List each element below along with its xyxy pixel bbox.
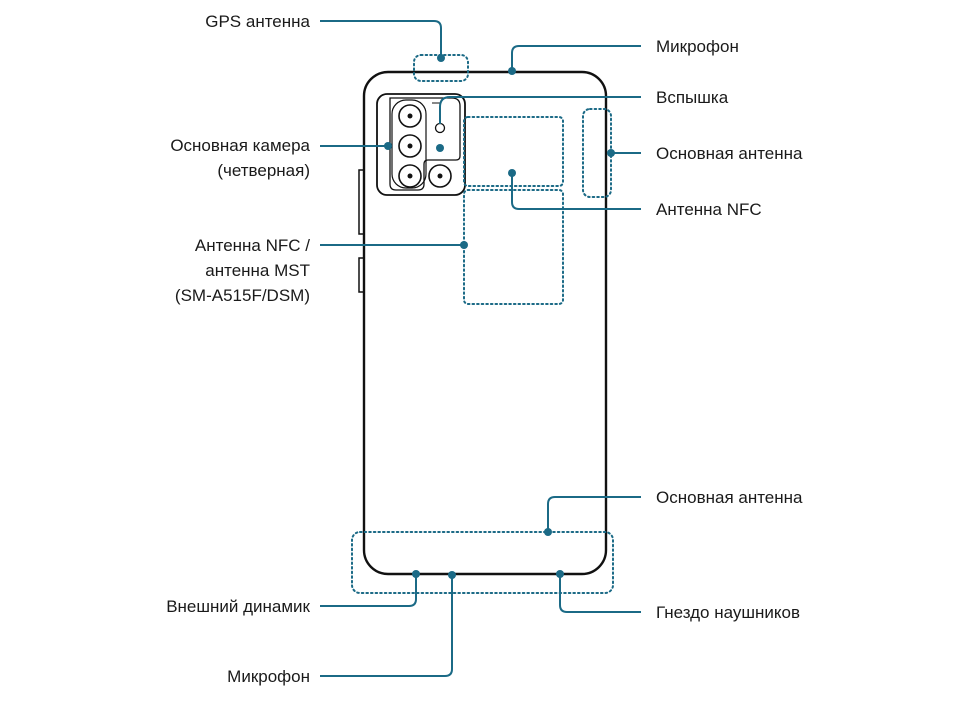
main-antenna-bottom-region bbox=[351, 531, 614, 594]
nfc-callout-line bbox=[511, 173, 641, 210]
volume-button bbox=[358, 169, 365, 235]
gps-callout-line bbox=[320, 20, 442, 56]
label-mic-bottom: Микрофон bbox=[227, 667, 310, 686]
main-antenna-bottom-callout-line bbox=[547, 496, 641, 532]
label-nfc-mst-antenna: Антенна NFC / антенна MST (SM-A515F/DSM) bbox=[175, 233, 310, 308]
speaker-callout-dot bbox=[412, 570, 420, 578]
gps-callout-dot bbox=[437, 54, 445, 62]
label-nfc-antenna: Антенна NFC bbox=[656, 200, 762, 219]
nfc-mst-callout-dot bbox=[460, 241, 468, 249]
label-flash: Вспышка bbox=[656, 88, 729, 107]
headset-callout-dot bbox=[556, 570, 564, 578]
nfc-antenna-region bbox=[463, 116, 564, 187]
flash-callout-dot bbox=[436, 144, 444, 152]
label-main-antenna-bottom: Основная антенна bbox=[656, 488, 803, 507]
camera-lens-2 bbox=[398, 134, 422, 158]
main-antenna-top-callout-dot bbox=[607, 149, 615, 157]
flash-callout-line bbox=[439, 96, 641, 124]
mic-bottom-callout-dot bbox=[448, 571, 456, 579]
label-nfc-mst-line2: антенна MST bbox=[205, 261, 310, 280]
label-nfc-mst-line1: Антенна NFC / bbox=[194, 236, 310, 255]
mic-bottom-callout-line bbox=[320, 575, 453, 677]
mic-top-callout-dot bbox=[508, 67, 516, 75]
speaker-callout-line bbox=[320, 574, 417, 607]
label-headset-jack: Гнездо наушников bbox=[656, 603, 801, 622]
label-main-camera-line1: Основная камера bbox=[170, 136, 310, 155]
nfc-callout-dot bbox=[508, 169, 516, 177]
label-main-camera-line2: (четверная) bbox=[217, 161, 310, 180]
label-gps-antenna: GPS антенна bbox=[205, 12, 310, 31]
label-main-antenna-top: Основная антенна bbox=[656, 144, 803, 163]
label-mic-top: Микрофон bbox=[656, 37, 739, 56]
label-main-camera: Основная камера (четверная) bbox=[170, 133, 310, 183]
main-antenna-bottom-callout-dot bbox=[544, 528, 552, 536]
phone-body bbox=[362, 70, 608, 576]
label-nfc-mst-line3: (SM-A515F/DSM) bbox=[174, 286, 310, 305]
power-button bbox=[358, 257, 365, 293]
camera-callout-dot bbox=[384, 142, 392, 150]
label-external-speaker: Внешний динамик bbox=[166, 597, 310, 616]
flash-light bbox=[434, 122, 446, 134]
camera-lens-4 bbox=[428, 164, 452, 188]
mic-top-callout-line bbox=[511, 45, 641, 71]
headset-callout-line bbox=[559, 574, 641, 613]
camera-lens-3 bbox=[398, 164, 422, 188]
camera-module bbox=[376, 93, 466, 196]
camera-lens-1 bbox=[398, 104, 422, 128]
